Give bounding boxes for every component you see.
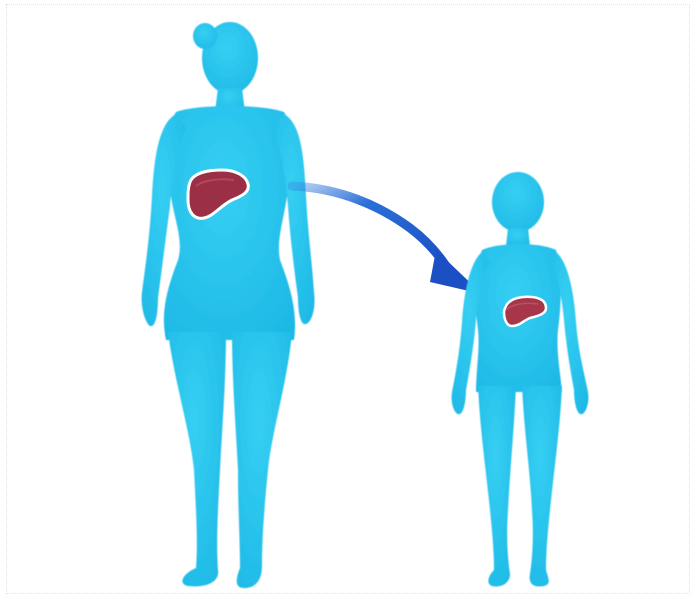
transfer-arrow xyxy=(292,186,482,294)
adult-right-leg xyxy=(232,332,292,588)
adult-hair-bun xyxy=(193,23,217,49)
arrow-shaft xyxy=(292,186,446,266)
child-left-leg xyxy=(478,386,516,587)
child-neck xyxy=(506,228,530,246)
adult-torso xyxy=(164,106,295,340)
child-head xyxy=(492,172,544,232)
child-figure xyxy=(452,172,589,587)
adult-figure xyxy=(142,22,315,588)
child-right-leg xyxy=(522,386,562,587)
adult-left-leg xyxy=(168,332,226,586)
